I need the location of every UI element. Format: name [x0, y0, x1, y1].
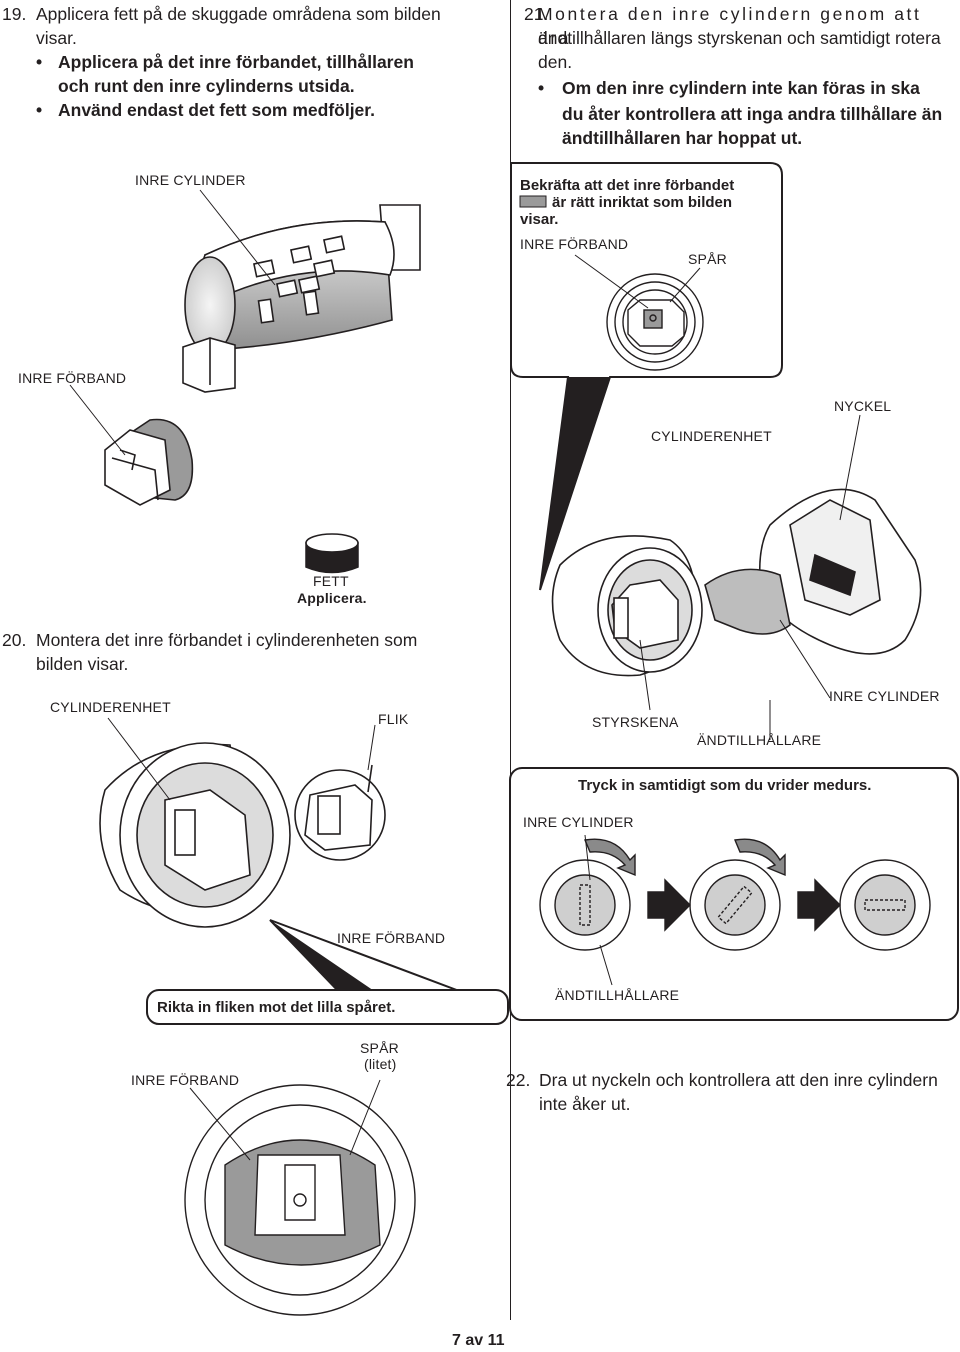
inner-cylinder-drawing [182, 204, 421, 393]
label-inner-cylinder-21: INRE CYLINDER [829, 688, 940, 704]
step-20-title-cont: bilden visar. [36, 654, 129, 674]
grease-jar-drawing [305, 533, 359, 574]
step-19-number: 19. [2, 4, 27, 24]
step-21-bullet-line-2: du åter kontrollera att inga andra tillh… [562, 104, 943, 124]
push-callout-text: Tryck in samtidigt som du vrider medurs. [578, 777, 872, 794]
label-inner-cylinder: INRE CYLINDER [135, 172, 246, 188]
bullet-dot: • [36, 52, 43, 72]
step-19-bullet-1-cont: och runt den inre cylinderns utsida. [58, 76, 355, 96]
rotation-sequence [539, 838, 931, 951]
label-tab: FLIK [378, 711, 409, 727]
label-guide-rail: STYRSKENA [592, 714, 679, 730]
label-cylinder-unit: CYLINDERENHET [651, 428, 772, 444]
label-key: NYCKEL [834, 398, 892, 414]
label-slot-20: SPÅR [360, 1040, 399, 1056]
bullet-dot: • [36, 100, 43, 120]
column-divider [510, 0, 511, 1320]
step-19-title-cont: visar. [36, 28, 77, 48]
band-slot-detail [184, 1084, 416, 1316]
step-22-title: Dra ut nyckeln och kontrollera att den i… [539, 1070, 938, 1090]
label-confirm-inner-band: INRE FÖRBAND [520, 236, 629, 252]
label-small: (litet) [364, 1056, 397, 1072]
step-20-number: 20. [2, 630, 27, 650]
label-push-end-tumbler: ÄNDTILLHÅLLARE [555, 987, 680, 1003]
label-cylinder-unit-20: CYLINDERENHET [50, 699, 171, 715]
label-confirm-slot: SPÅR [688, 251, 727, 267]
confirm-callout-box [510, 162, 783, 591]
label-apply: Applicera. [297, 590, 367, 606]
label-inner-band-20b: INRE FÖRBAND [131, 1072, 240, 1088]
confirm-text-2: är rätt inriktat som bilden [552, 194, 733, 211]
confirm-text-3: visar. [520, 211, 559, 228]
align-callout-text: Rikta in fliken mot det lilla spåret. [157, 999, 396, 1016]
step-21-bullet-line-3: ändtillhållaren har hoppat ut. [562, 128, 803, 148]
step-19-bullet-2: Använd endast det fett som medföljer. [58, 100, 375, 120]
step-20-title: Montera det inre förbandet i cylinderenh… [36, 630, 418, 650]
step-21-title-cont: ändtillhållaren längs styrskenan och sam… [538, 28, 941, 48]
inner-band-drawing [104, 418, 194, 506]
step-19-title: Applicera fett på de skuggade områdena s… [36, 4, 441, 24]
step-21-number: 21. [524, 4, 549, 24]
step-22-title-cont: inte åker ut. [539, 1094, 631, 1114]
label-grease: FETT [313, 573, 349, 589]
step20-cylinder-drawing [99, 742, 386, 928]
step-21-bullet-line-1: Om den inre cylindern inte kan föras in … [562, 78, 920, 98]
align-callout-box [146, 919, 509, 1025]
cylinder-unit-drawing [551, 488, 922, 677]
label-inner-band-20: INRE FÖRBAND [337, 930, 446, 946]
step-19-bullet-1: Applicera på det inre förbandet, tillhål… [58, 52, 414, 72]
label-end-tumbler: ÄNDTILLHÅLLARE [697, 732, 822, 748]
label-push-inner-cylinder: INRE CYLINDER [523, 814, 634, 830]
bullet-dot: • [538, 78, 545, 98]
step-21-title: Montera den inre cylindern genom att dra [538, 4, 922, 48]
label-inner-band: INRE FÖRBAND [18, 370, 127, 386]
step-21-title-cont2: den. [538, 52, 573, 72]
step-22-number: 22. [506, 1070, 531, 1090]
confirm-text-1: Bekräfta att det inre förbandet [520, 177, 735, 194]
page-number: 7 av 11 [452, 1332, 505, 1349]
lock-face-detail [606, 273, 704, 371]
